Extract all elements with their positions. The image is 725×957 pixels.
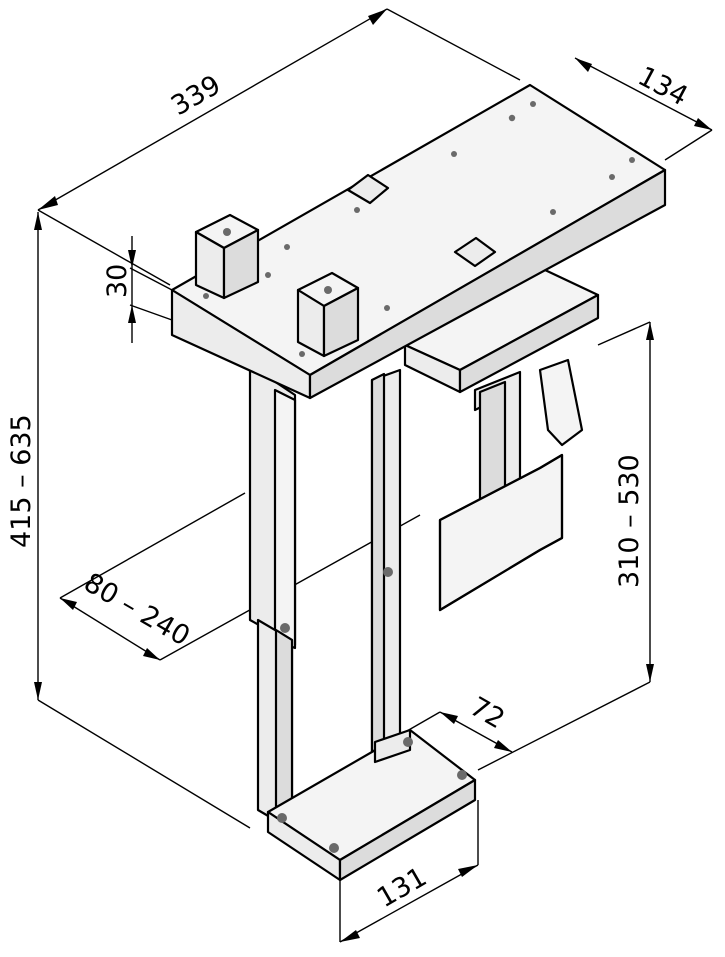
- dim-plate-thickness: 30: [102, 264, 133, 298]
- holder-body: [170, 83, 667, 882]
- slot-mount: [346, 173, 390, 205]
- dim-adjust-range: 80 – 240: [79, 567, 195, 652]
- dimension-lines: [37, 8, 713, 943]
- mount-block-rear: [194, 213, 260, 300]
- clamp-lever: [538, 358, 584, 447]
- dim-inner-height: 310 – 530: [614, 454, 645, 588]
- arrowheads: [34, 9, 712, 942]
- dim-overall-height: 415 – 635: [6, 414, 37, 548]
- slot-mount: [453, 236, 497, 268]
- mount-block-front: [296, 271, 360, 358]
- dim-width-top: 339: [166, 69, 226, 122]
- dim-foot-width: 131: [372, 861, 432, 914]
